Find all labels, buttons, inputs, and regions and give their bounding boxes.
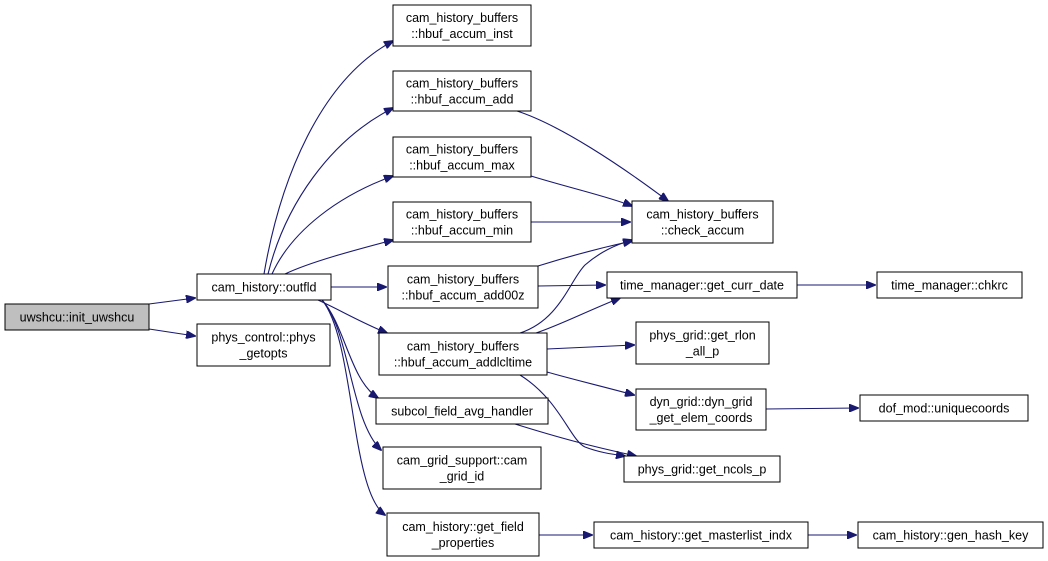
node-box: [631, 200, 774, 244]
node-label: cam_history::get_field: [402, 520, 524, 534]
edge-accum_addlcltime-to-check_accum: [519, 240, 632, 334]
edge-accum_addlcltime-to-ncols: [519, 374, 625, 456]
node-masterlist[interactable]: cam_history::get_masterlist_indx: [593, 521, 809, 549]
node-label: time_manager::get_curr_date: [620, 279, 784, 293]
edge-outfld-to-accum_inst: [263, 41, 393, 275]
node-box: [375, 397, 549, 425]
node-label: cam_history_buffers: [646, 208, 758, 222]
node-uwshcu[interactable]: uwshcu::init_uwshcu: [4, 303, 150, 331]
node-box: [392, 136, 532, 178]
node-label: dyn_grid::dyn_grid: [650, 395, 753, 409]
edge-subcol-to-ncols: [514, 423, 636, 456]
node-chkrc[interactable]: time_manager::chkrc: [876, 271, 1023, 299]
node-box: [392, 70, 532, 112]
node-outfld[interactable]: cam_history::outfld: [196, 273, 332, 301]
node-box: [196, 273, 332, 301]
node-box: [857, 521, 1044, 549]
node-accum_min[interactable]: cam_history_buffers::hbuf_accum_min: [392, 201, 532, 243]
node-box: [392, 201, 532, 243]
node-uniquecoords[interactable]: dof_mod::uniquecoords: [859, 394, 1029, 422]
node-label: cam_history::outfld: [212, 281, 317, 295]
node-label: cam_history_buffers: [407, 273, 519, 287]
node-label: ::hbuf_accum_inst: [411, 27, 513, 41]
node-label: ::hbuf_accum_add: [411, 93, 514, 107]
edge-uwshcu-to-phys_getopts: [148, 328, 195, 336]
node-label: ::hbuf_accum_addlcltime: [394, 356, 532, 370]
node-box: [859, 394, 1029, 422]
node-label: _get_elem_coords: [649, 411, 753, 425]
node-label: phys_control::phys: [211, 331, 315, 345]
node-label: subcol_field_avg_handler: [391, 405, 533, 419]
edge-accum_addlcltime-to-curr_date: [535, 298, 620, 334]
node-label: _grid_id: [439, 470, 485, 484]
node-label: _all_p: [685, 345, 719, 359]
node-box: [623, 455, 781, 483]
node-box: [635, 321, 770, 365]
node-curr_date[interactable]: time_manager::get_curr_date: [606, 271, 798, 299]
node-label: phys_grid::get_rlon: [649, 329, 755, 343]
node-label: _properties: [431, 536, 495, 550]
node-phys_getopts[interactable]: phys_control::phys_getopts: [196, 323, 331, 367]
node-ncols[interactable]: phys_grid::get_ncols_p: [623, 455, 781, 483]
edge-uwshcu-to-outfld: [148, 298, 195, 305]
edge-outfld-to-accum_min: [284, 240, 393, 275]
edge-outfld-to-accum_max: [271, 176, 393, 275]
node-label: cam_history::gen_hash_key: [873, 529, 1029, 543]
node-grid_id[interactable]: cam_grid_support::cam_grid_id: [382, 446, 542, 490]
edge-elem_coords-to-uniquecoords: [765, 408, 858, 409]
node-label: cam_history_buffers: [406, 11, 518, 25]
node-label: uwshcu::init_uwshcu: [20, 311, 135, 325]
node-box: [876, 271, 1023, 299]
node-label: phys_grid::get_ncols_p: [638, 463, 767, 477]
node-box: [382, 446, 542, 490]
node-elem_coords[interactable]: dyn_grid::dyn_grid_get_elem_coords: [635, 388, 767, 431]
node-rlon[interactable]: phys_grid::get_rlon_all_p: [635, 321, 770, 365]
node-accum_add00z[interactable]: cam_history_buffers::hbuf_accum_add00z: [387, 265, 539, 309]
node-accum_inst[interactable]: cam_history_buffers::hbuf_accum_inst: [392, 4, 532, 47]
node-get_field[interactable]: cam_history::get_field_properties: [386, 512, 540, 557]
node-accum_max[interactable]: cam_history_buffers::hbuf_accum_max: [392, 136, 532, 178]
node-label: _getopts: [239, 347, 288, 361]
node-accum_add[interactable]: cam_history_buffers::hbuf_accum_add: [392, 70, 532, 112]
node-label: time_manager::chkrc: [891, 279, 1008, 293]
edge-accum_max-to-check_accum: [530, 175, 632, 206]
node-subcol[interactable]: subcol_field_avg_handler: [375, 397, 549, 425]
node-label: cam_history_buffers: [407, 340, 519, 354]
node-box: [378, 332, 548, 376]
node-label: dof_mod::uniquecoords: [879, 402, 1010, 416]
edge-outfld-to-get_field: [321, 299, 385, 515]
node-box: [392, 4, 532, 47]
node-box: [606, 271, 798, 299]
node-box: [4, 303, 150, 331]
node-label: ::hbuf_accum_min: [411, 224, 513, 238]
edge-outfld-to-grid_id: [321, 299, 381, 450]
edge-accum_addlcltime-to-elem_coords: [546, 371, 634, 395]
node-box: [196, 323, 331, 367]
node-accum_addlcltime[interactable]: cam_history_buffers::hbuf_accum_addlclti…: [378, 332, 548, 376]
node-label: cam_history::get_masterlist_indx: [610, 529, 793, 543]
nodes-layer: uwshcu::init_uwshcu cam_history::outfldph…: [4, 4, 1044, 557]
node-box: [635, 388, 767, 431]
node-label: cam_history_buffers: [406, 77, 518, 91]
edge-outfld-to-accum_add: [267, 108, 393, 275]
edges-layer: [148, 41, 875, 535]
node-label: ::hbuf_accum_add00z: [401, 289, 524, 303]
node-box: [386, 512, 540, 557]
node-check_accum[interactable]: cam_history_buffers::check_accum: [631, 200, 774, 244]
node-box: [387, 265, 539, 309]
edge-accum_addlcltime-to-rlon: [546, 345, 634, 350]
node-box: [593, 521, 809, 549]
node-label: ::check_accum: [661, 224, 744, 238]
node-label: cam_history_buffers: [406, 208, 518, 222]
edge-accum_add-to-check_accum: [516, 110, 668, 201]
node-label: cam_grid_support::cam: [397, 454, 528, 468]
node-hash_key[interactable]: cam_history::gen_hash_key: [857, 521, 1044, 549]
node-label: cam_history_buffers: [406, 143, 518, 157]
node-label: ::hbuf_accum_max: [409, 159, 515, 173]
